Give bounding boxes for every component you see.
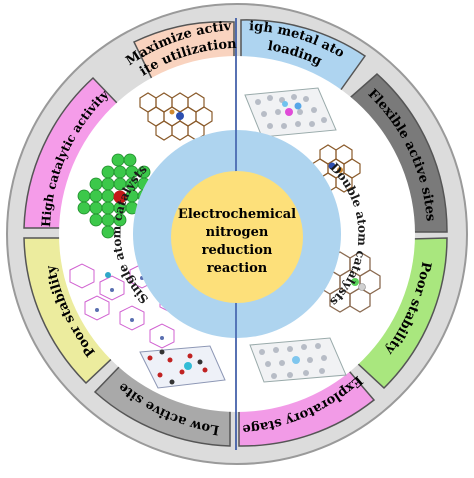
metal-loading-icon (244, 87, 337, 138)
center-disc (171, 171, 303, 303)
center-title-line2: nitrogen (206, 225, 269, 240)
graphene-lattice-icon (139, 92, 213, 141)
center-title-line4: reaction (207, 261, 268, 276)
crystal-structure-icon (139, 345, 226, 389)
center-title-line3: reduction (202, 243, 273, 258)
center-title-line1: Electrochemical (178, 207, 296, 222)
metal-atom-icon (113, 190, 127, 204)
double-atom-lattice-icon (311, 144, 361, 193)
exploratory-lattice-icon (249, 337, 347, 383)
